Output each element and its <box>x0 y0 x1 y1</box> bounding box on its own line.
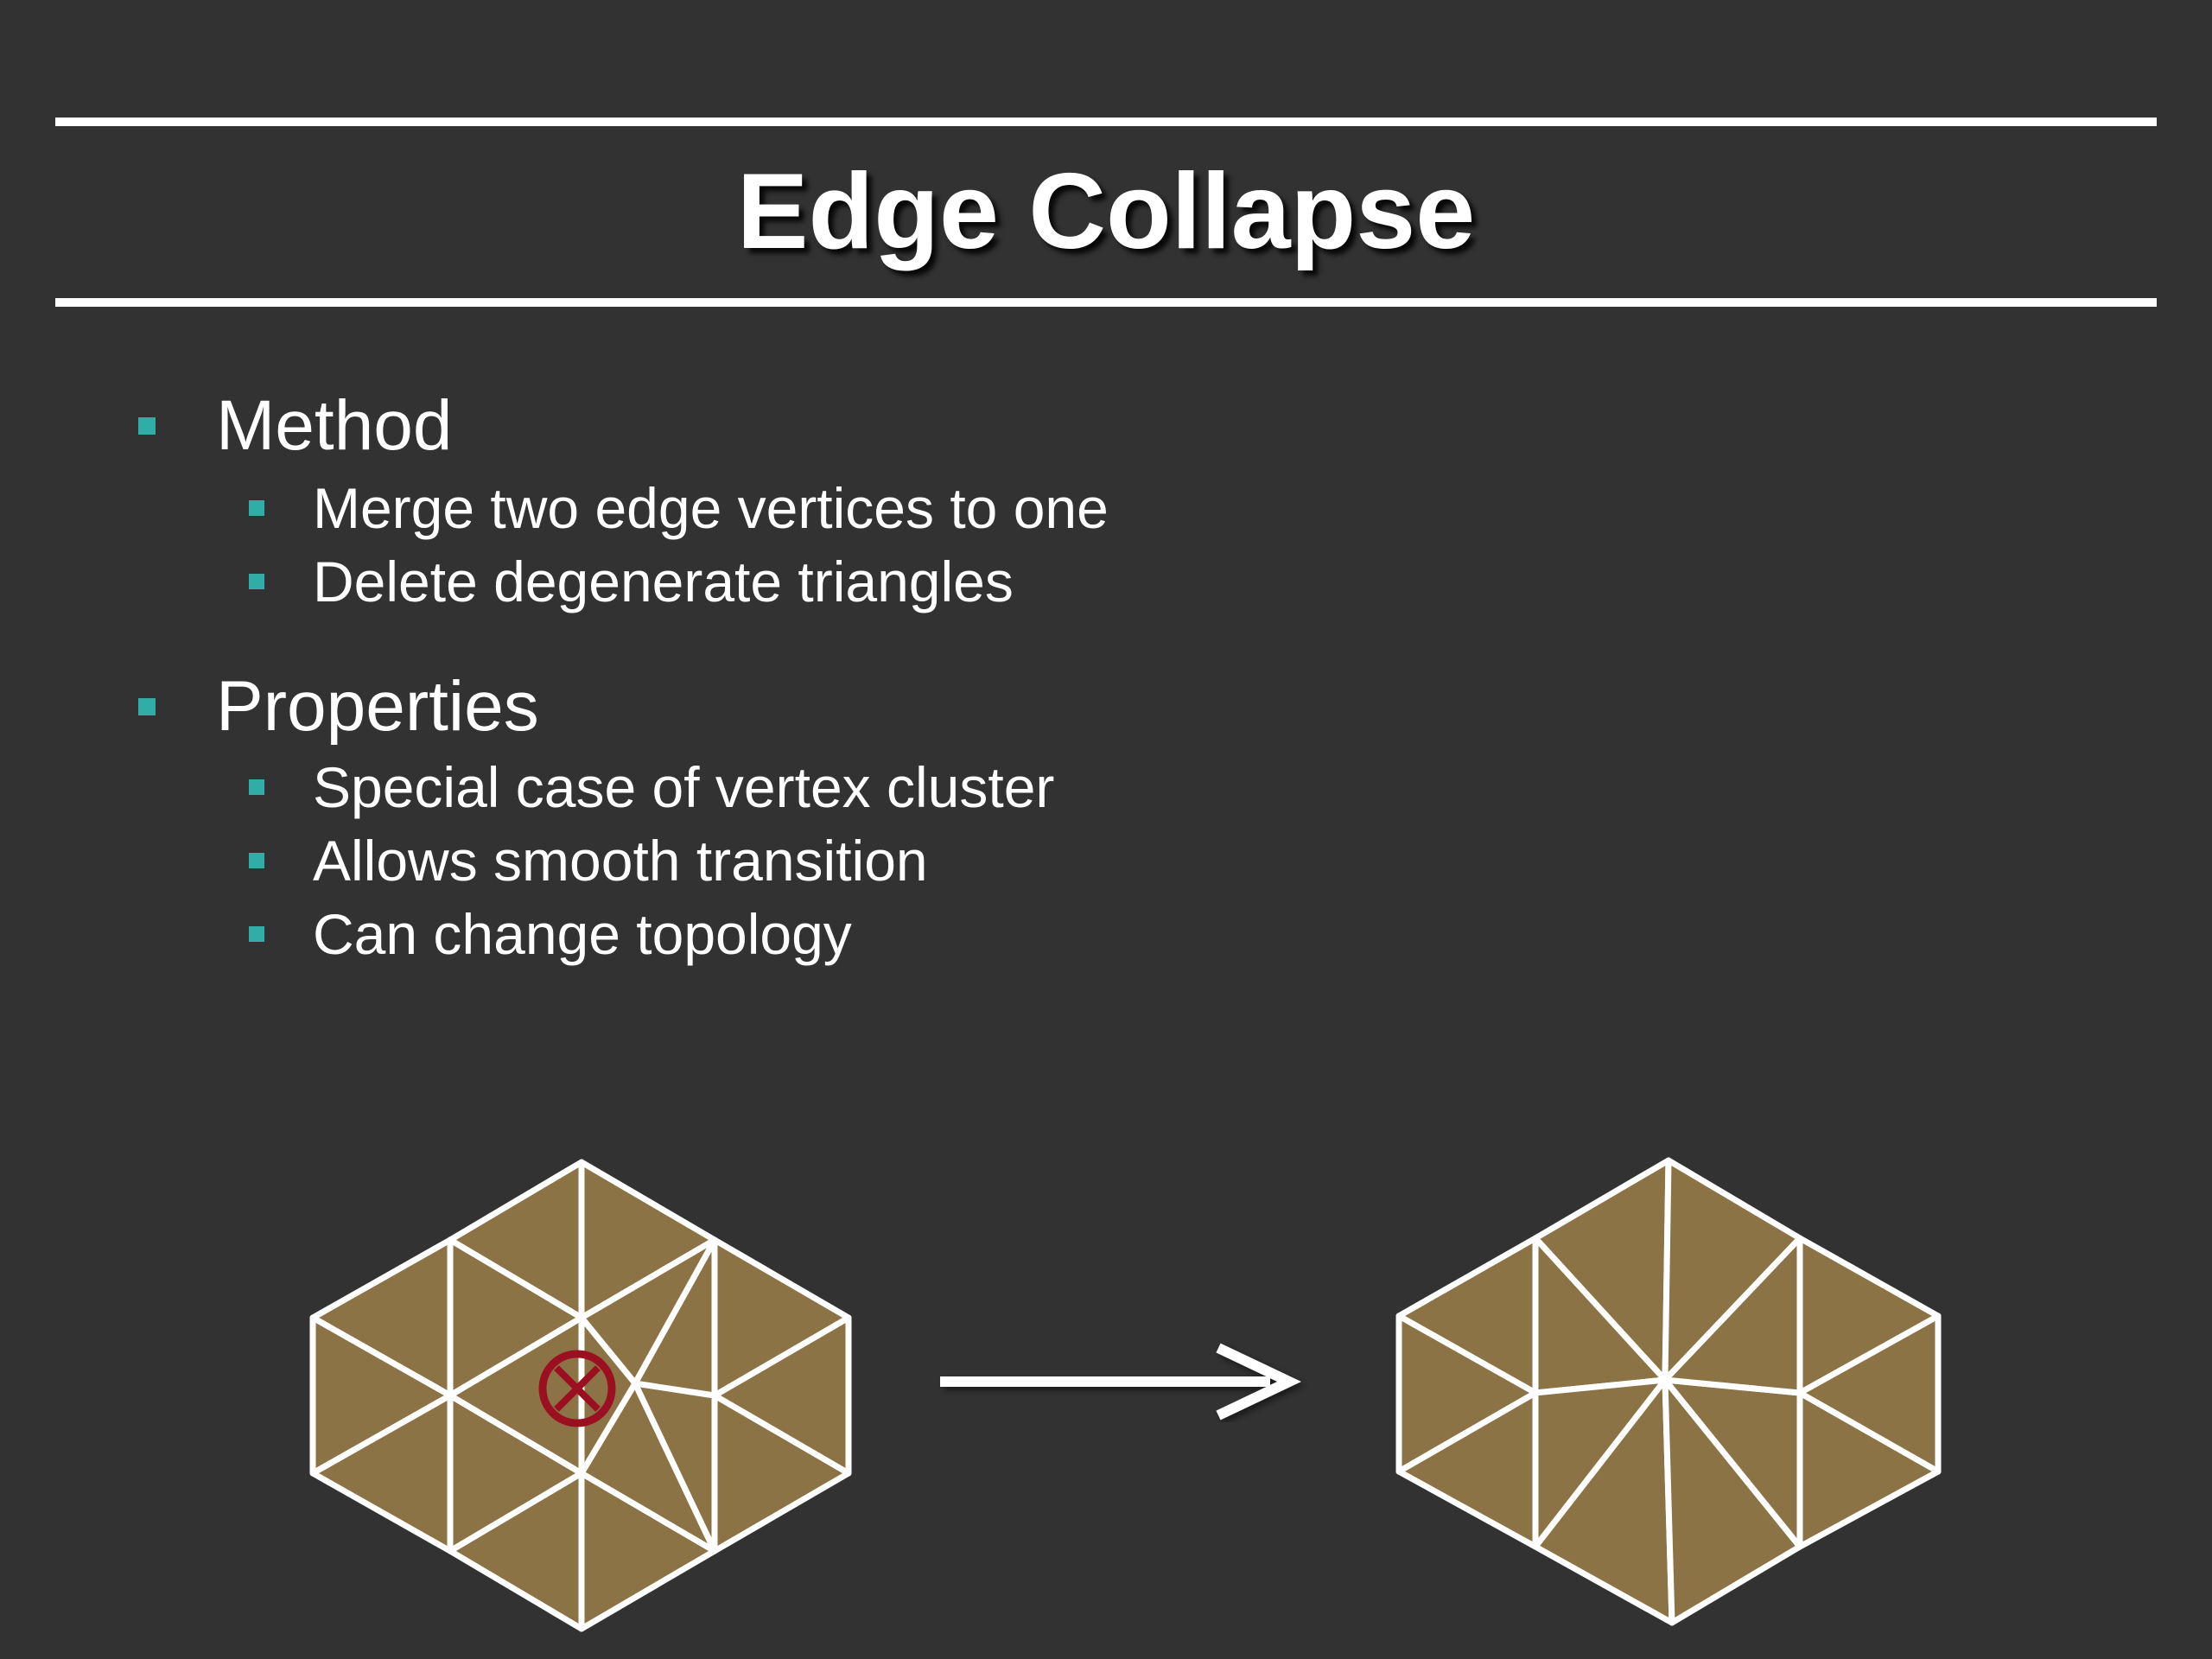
sub-bullet-special-case: Special case of vertex cluster <box>249 750 1055 824</box>
bullet-square-icon <box>249 779 264 795</box>
sub-bullet-delete-label: Delete degenerate triangles <box>313 550 1014 613</box>
sub-bullet-delete: Delete degenerate triangles <box>249 544 1014 619</box>
sub-bullet-merge-label: Merge two edge vertices to one <box>313 476 1109 540</box>
sub-bullet-topology-label: Can change topology <box>313 902 852 966</box>
bullet-square-icon <box>249 853 264 868</box>
mesh-after <box>1395 1157 1942 1626</box>
sub-bullet-smooth-label: Allows smooth transition <box>313 829 928 893</box>
bullet-square-icon <box>249 574 264 589</box>
right-arrow-icon <box>940 1343 1301 1421</box>
sub-bullet-topology: Can change topology <box>249 897 852 971</box>
bullet-square-icon <box>138 417 156 435</box>
sub-bullet-special-case-label: Special case of vertex cluster <box>313 755 1055 819</box>
bullet-square-icon <box>138 698 156 715</box>
sub-bullet-merge: Merge two edge vertices to one <box>249 471 1109 545</box>
bullet-square-icon <box>249 926 264 942</box>
sub-bullet-smooth: Allows smooth transition <box>249 823 928 898</box>
slide-title: Edge Collapse <box>736 152 1476 271</box>
title-rule-bottom <box>55 298 2157 307</box>
bullet-method-label: Method <box>216 386 453 465</box>
bullet-square-icon <box>249 500 264 516</box>
title-rule-top <box>55 118 2157 126</box>
bullet-properties: Properties <box>138 664 539 750</box>
bullet-method: Method <box>138 383 453 469</box>
bullet-properties-label: Properties <box>216 667 539 746</box>
mesh-before <box>309 1159 852 1632</box>
circled-x-icon <box>538 1350 616 1427</box>
after-triangle <box>1662 1235 1803 1396</box>
